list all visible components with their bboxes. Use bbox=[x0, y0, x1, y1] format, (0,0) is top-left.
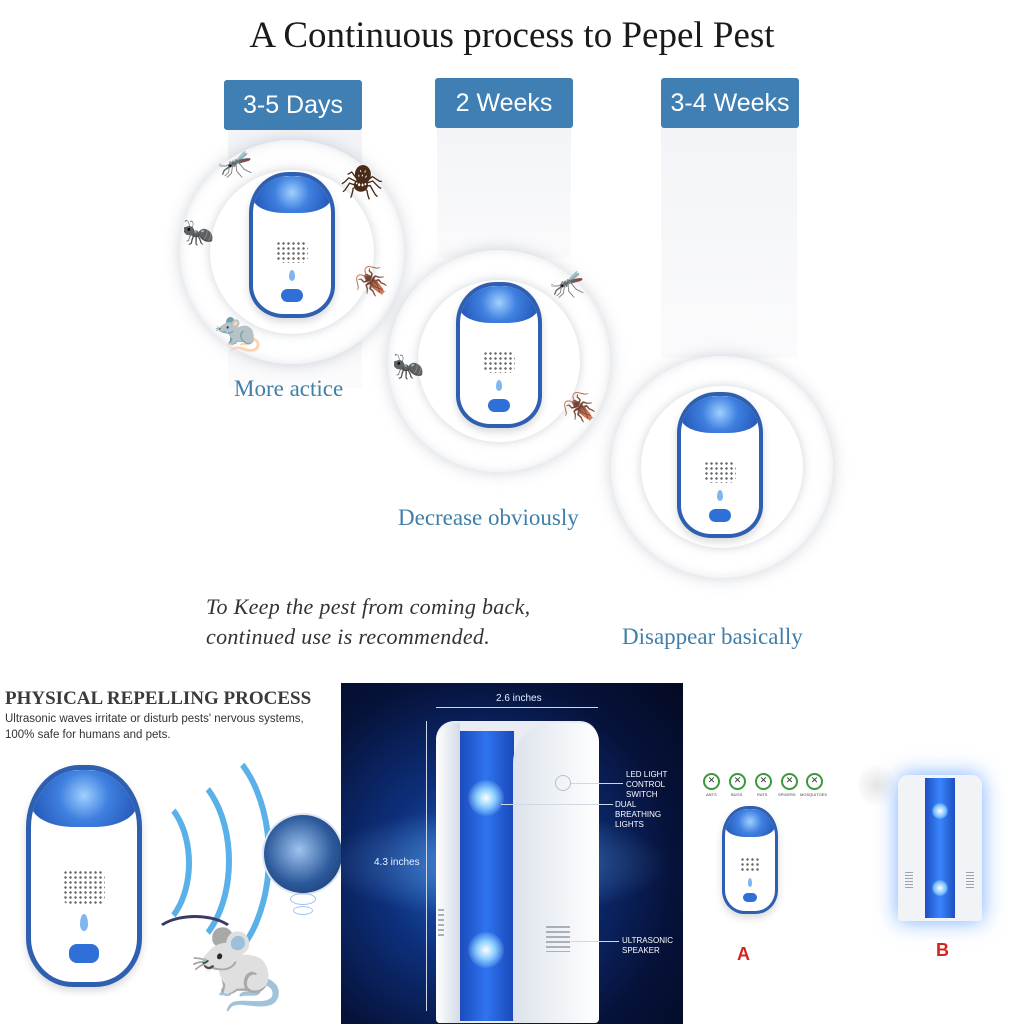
mosquito-icon: 🦟 bbox=[550, 267, 585, 300]
variant-a-device bbox=[722, 806, 778, 914]
stage-column-3 bbox=[661, 128, 797, 358]
callout-switch-line-1: LED LIGHT bbox=[626, 770, 668, 779]
width-label: 2.6 inches bbox=[496, 693, 542, 704]
stage-badge-1: 3-5 Days bbox=[224, 80, 362, 130]
ant-icon: ✕ bbox=[703, 773, 720, 790]
variant-b-light-channel bbox=[925, 778, 955, 918]
cockroach-icon: 🪳 bbox=[354, 265, 389, 298]
variant-b-light-bottom bbox=[932, 880, 948, 896]
pest-label: BUGS bbox=[731, 792, 743, 797]
pest-label: RATS bbox=[757, 792, 768, 797]
usage-note: To Keep the pest from coming back, conti… bbox=[206, 592, 530, 652]
variant-b-vent-right bbox=[966, 872, 974, 888]
variant-a-label: A bbox=[737, 944, 750, 964]
callout-lights-line-1: DUAL BREATHING bbox=[615, 800, 662, 819]
height-label: 4.3 inches bbox=[374, 857, 420, 868]
stage-caption-1: More actice bbox=[234, 376, 344, 401]
product-left-wing bbox=[436, 723, 460, 1023]
usage-note-line-2: continued use is recommended. bbox=[206, 624, 491, 649]
spider-icon: ✕ bbox=[781, 773, 798, 790]
stage-badge-2: 2 Weeks bbox=[435, 78, 573, 128]
shadow-blob bbox=[858, 760, 894, 810]
stage-caption-2: Decrease obviously bbox=[398, 505, 579, 530]
pest-label: MOSQUITOES bbox=[800, 792, 828, 797]
speaker-grille bbox=[546, 926, 570, 952]
usage-note-line-1: To Keep the pest from coming back, bbox=[206, 594, 531, 619]
callout-speaker-line-1: ULTRASONIC bbox=[622, 936, 673, 945]
stage-caption-3: Disappear basically bbox=[622, 624, 803, 649]
pest-label: SPIDERS bbox=[778, 792, 796, 797]
callout-line bbox=[571, 783, 623, 784]
spider-icon: 🕷 bbox=[340, 163, 384, 203]
width-dimension-line bbox=[436, 707, 598, 708]
callout-lights-line-2: LIGHTS bbox=[615, 820, 644, 829]
breathing-light-top bbox=[468, 780, 504, 816]
rat-icon: ✕ bbox=[755, 773, 772, 790]
callout-lights: DUAL BREATHING LIGHTS bbox=[615, 800, 683, 830]
ant-icon: 🐜 bbox=[182, 218, 215, 248]
stage-badge-3: 3-4 Weeks bbox=[661, 78, 799, 128]
mosquito-icon: 🦟 bbox=[218, 147, 253, 180]
breathing-light-bottom bbox=[468, 932, 504, 968]
neuron-icon bbox=[262, 813, 344, 895]
physical-process-title: PHYSICAL REPELLING PROCESS bbox=[5, 688, 312, 709]
stage-1-device bbox=[249, 172, 335, 318]
page-title: A Continuous process to Pepel Pest bbox=[249, 15, 775, 56]
physical-desc-line-2: 100% safe for humans and pets. bbox=[5, 729, 171, 741]
side-vent bbox=[438, 909, 444, 939]
callout-switch: LED LIGHT CONTROL SWITCH bbox=[626, 770, 683, 800]
thought-bubble-icon bbox=[290, 893, 316, 905]
pest-label: ANTS bbox=[706, 792, 717, 797]
stage-column-2 bbox=[437, 128, 571, 258]
callout-speaker: ULTRASONIC SPEAKER bbox=[622, 936, 673, 956]
callout-line bbox=[571, 941, 619, 942]
bug-icon: ✕ bbox=[729, 773, 746, 790]
physical-desc-line-1: Ultrasonic waves irritate or disturb pes… bbox=[5, 713, 304, 725]
callout-line bbox=[501, 804, 613, 805]
product-right-wing bbox=[513, 723, 599, 1023]
ant-icon: 🐜 bbox=[392, 352, 425, 382]
rat-icon: 🐀 bbox=[214, 309, 262, 353]
stage-2-device bbox=[456, 282, 542, 428]
mouse-tail-icon bbox=[152, 915, 238, 961]
variant-b-vent-left bbox=[905, 872, 913, 888]
physical-process-description: Ultrasonic waves irritate or disturb pes… bbox=[5, 711, 305, 743]
cockroach-icon: 🪳 bbox=[562, 391, 597, 424]
variant-b-label: B bbox=[936, 940, 949, 960]
power-switch-icon bbox=[555, 775, 571, 791]
product-light-channel bbox=[458, 731, 514, 1021]
callout-switch-line-2: CONTROL SWITCH bbox=[626, 780, 665, 799]
stage-3-device bbox=[677, 392, 763, 538]
height-dimension-line bbox=[426, 721, 427, 1011]
callout-speaker-line-2: SPEAKER bbox=[622, 946, 660, 955]
mosquito-icon: ✕ bbox=[806, 773, 823, 790]
product-photo-panel: 2.6 inches 4.3 inches LED LIGHT CONTROL … bbox=[341, 683, 683, 1024]
variant-b-light-top bbox=[932, 803, 948, 819]
thought-bubble-icon bbox=[293, 906, 313, 915]
